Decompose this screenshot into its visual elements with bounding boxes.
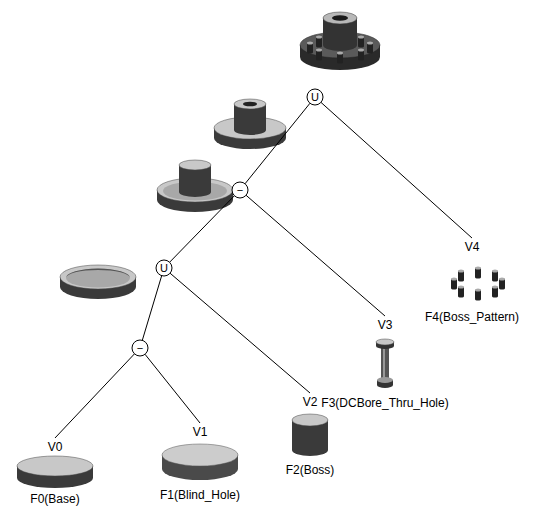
- tree-branch: [142, 276, 161, 341]
- tree-branch: [245, 103, 310, 184]
- tree-branch: [145, 354, 200, 423]
- operator-circle: U: [155, 259, 173, 277]
- operator-circle: −: [231, 181, 249, 199]
- feature-label: F1(Blind_Hole): [160, 488, 240, 502]
- feature-label: F2(Boss): [286, 463, 335, 477]
- stage-part: [60, 265, 136, 299]
- feature-label: F3(DCBore_Thru_Hole): [321, 396, 448, 410]
- feature-label: F0(Base): [30, 492, 79, 506]
- operator-symbol: U: [160, 263, 168, 274]
- base-feature: [17, 456, 93, 488]
- feature-leaf: V0F0(Base): [30, 440, 79, 506]
- counterbore-feature: [376, 339, 394, 388]
- tree-branch: [246, 195, 385, 316]
- blind-hole-feature: [162, 444, 238, 480]
- operator-circle: −: [131, 339, 149, 357]
- volume-label: V4: [465, 240, 480, 254]
- tree-branch: [55, 354, 135, 438]
- stage-part: [214, 99, 286, 149]
- volume-label: V1: [193, 425, 208, 439]
- boss-pattern-feature: [451, 267, 505, 301]
- feature-label: F4(Boss_Pattern): [425, 310, 519, 324]
- tree-branch: [170, 196, 235, 263]
- operator-symbol: U: [311, 92, 319, 103]
- final-part: [300, 12, 380, 70]
- tree-branch: [170, 273, 310, 393]
- operator-circle: U: [306, 88, 324, 106]
- feature-leaf: V1F1(Blind_Hole): [160, 425, 240, 502]
- operator-symbol: −: [137, 343, 143, 354]
- stage-part: [157, 160, 233, 212]
- volume-label: V0: [48, 440, 63, 454]
- feature-leaf: V3F3(DCBore_Thru_Hole): [321, 318, 448, 410]
- volume-label: V3: [378, 318, 393, 332]
- feature-leaf: V4F4(Boss_Pattern): [425, 240, 519, 324]
- volume-label: V2: [303, 395, 318, 409]
- operator-symbol: −: [237, 185, 243, 196]
- boss-feature: [292, 414, 328, 456]
- tree-branch: [321, 102, 472, 238]
